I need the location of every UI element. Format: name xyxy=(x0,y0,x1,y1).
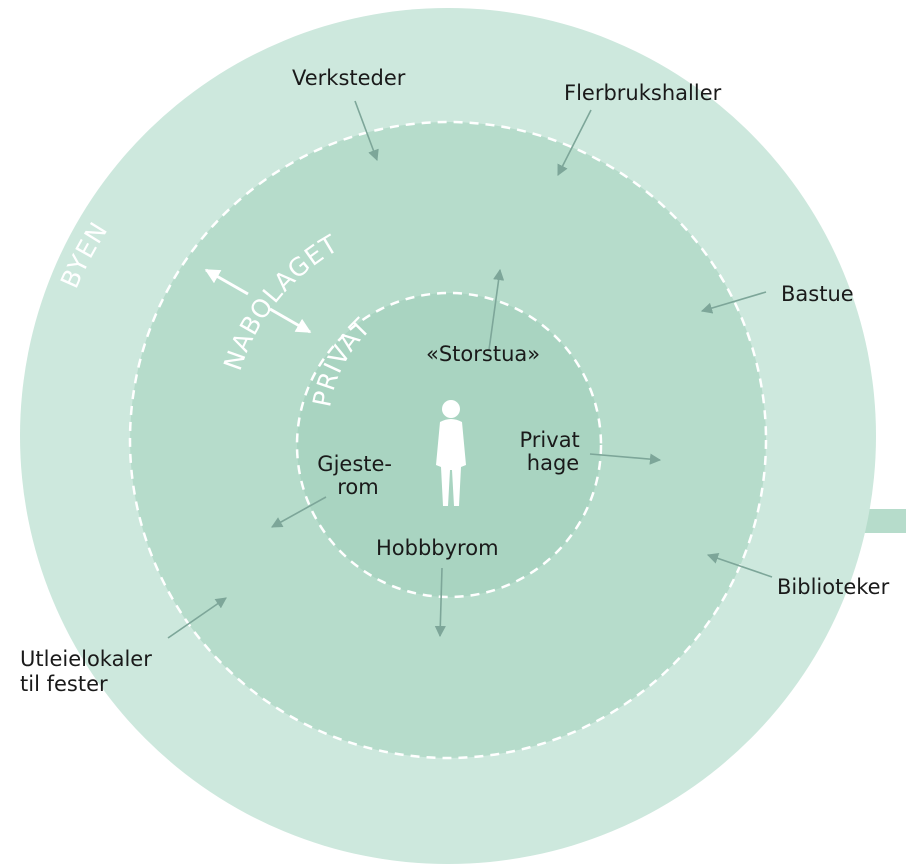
label-bastue: Bastue xyxy=(781,282,854,306)
arrow-hobbbyrom xyxy=(434,567,446,638)
arrow-biblioteker xyxy=(706,552,773,578)
arrow-gjesterom xyxy=(271,496,327,528)
arrow-verksteder xyxy=(354,100,379,162)
arrow-bastue xyxy=(700,291,767,314)
white-arrow-inward xyxy=(269,307,312,334)
label-flerbrukshaller: Flerbrukshaller xyxy=(564,81,722,105)
label-utleielokaler: Utleielokaler til fester xyxy=(20,647,159,696)
arrow-storstua xyxy=(488,268,505,351)
arrow-flerbrukshaller xyxy=(557,109,592,176)
inner-ring-border xyxy=(295,291,603,599)
label-hobbbyrom: Hobbbyrom xyxy=(376,536,499,560)
middle-ring-border xyxy=(128,120,768,760)
label-storstua: «Storstua» xyxy=(426,342,540,366)
arrow-privat-hage xyxy=(589,453,662,465)
label-privat-hage: Privat hage xyxy=(520,428,587,475)
white-arrow-outward xyxy=(204,268,249,296)
label-biblioteker: Biblioteker xyxy=(777,575,890,599)
label-gjesterom: Gjeste- rom xyxy=(317,452,398,499)
arrow-utleielokaler xyxy=(167,597,227,639)
person-icon xyxy=(436,400,466,506)
label-verksteder: Verksteder xyxy=(292,66,406,90)
